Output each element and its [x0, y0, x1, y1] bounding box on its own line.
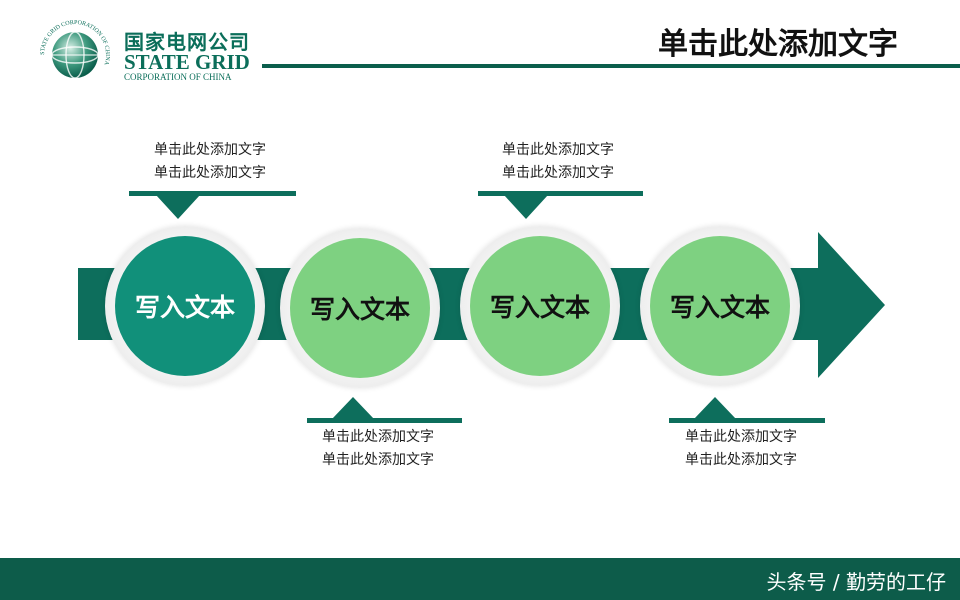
- callout-1-pointer: [156, 195, 200, 219]
- callout-text-1[interactable]: 单击此处添加文字 单击此处添加文字: [130, 139, 290, 185]
- node-label-1[interactable]: 写入文本: [115, 236, 255, 376]
- node-label-2[interactable]: 写入文本: [290, 238, 430, 378]
- callout-3-pointer: [504, 195, 548, 219]
- state-grid-logo: STATE GRID CORPORATION OF CHINA 国家电网公司 S…: [40, 20, 255, 90]
- header-divider: [262, 64, 960, 68]
- callout-2-line-2: 单击此处添加文字: [322, 452, 434, 468]
- callout-2-pointer: [332, 397, 374, 419]
- node-label-3[interactable]: 写入文本: [470, 236, 610, 376]
- callout-text-2[interactable]: 单击此处添加文字 单击此处添加文字: [298, 426, 458, 472]
- page-title[interactable]: 单击此处添加文字: [658, 27, 898, 62]
- globe-icon: STATE GRID CORPORATION OF CHINA: [40, 20, 110, 79]
- callout-4-line-1: 单击此处添加文字: [685, 429, 797, 445]
- callout-text-4[interactable]: 单击此处添加文字 单击此处添加文字: [661, 426, 821, 472]
- callout-1-line-2: 单击此处添加文字: [154, 165, 266, 181]
- callout-1-line-1: 单击此处添加文字: [154, 142, 266, 158]
- callout-1-bar: [129, 191, 296, 196]
- callout-4-bar: [669, 418, 825, 423]
- callout-4-pointer: [694, 397, 736, 419]
- logo-subtitle: CORPORATION OF CHINA: [124, 72, 232, 82]
- flow-node-4[interactable]: 写入文本: [640, 226, 800, 386]
- flow-node-3[interactable]: 写入文本: [460, 226, 620, 386]
- callout-2-line-1: 单击此处添加文字: [322, 429, 434, 445]
- callout-4-line-2: 单击此处添加文字: [685, 452, 797, 468]
- logo-english-name: STATE GRID: [124, 50, 250, 74]
- callout-text-3[interactable]: 单击此处添加文字 单击此处添加文字: [478, 139, 638, 185]
- footer-watermark: 头条号 / 勤劳的工仔: [766, 570, 946, 594]
- flow-node-1[interactable]: 写入文本: [105, 226, 265, 386]
- callout-3-bar: [478, 191, 643, 196]
- callout-2-bar: [307, 418, 462, 423]
- flow-node-2[interactable]: 写入文本: [280, 228, 440, 388]
- logo-chinese-name: 国家电网公司: [124, 30, 250, 54]
- callout-3-line-1: 单击此处添加文字: [502, 142, 614, 158]
- node-label-4[interactable]: 写入文本: [650, 236, 790, 376]
- arrow-head: [818, 232, 885, 378]
- callout-3-line-2: 单击此处添加文字: [502, 165, 614, 181]
- footer-bar: 头条号 / 勤劳的工仔: [0, 558, 960, 600]
